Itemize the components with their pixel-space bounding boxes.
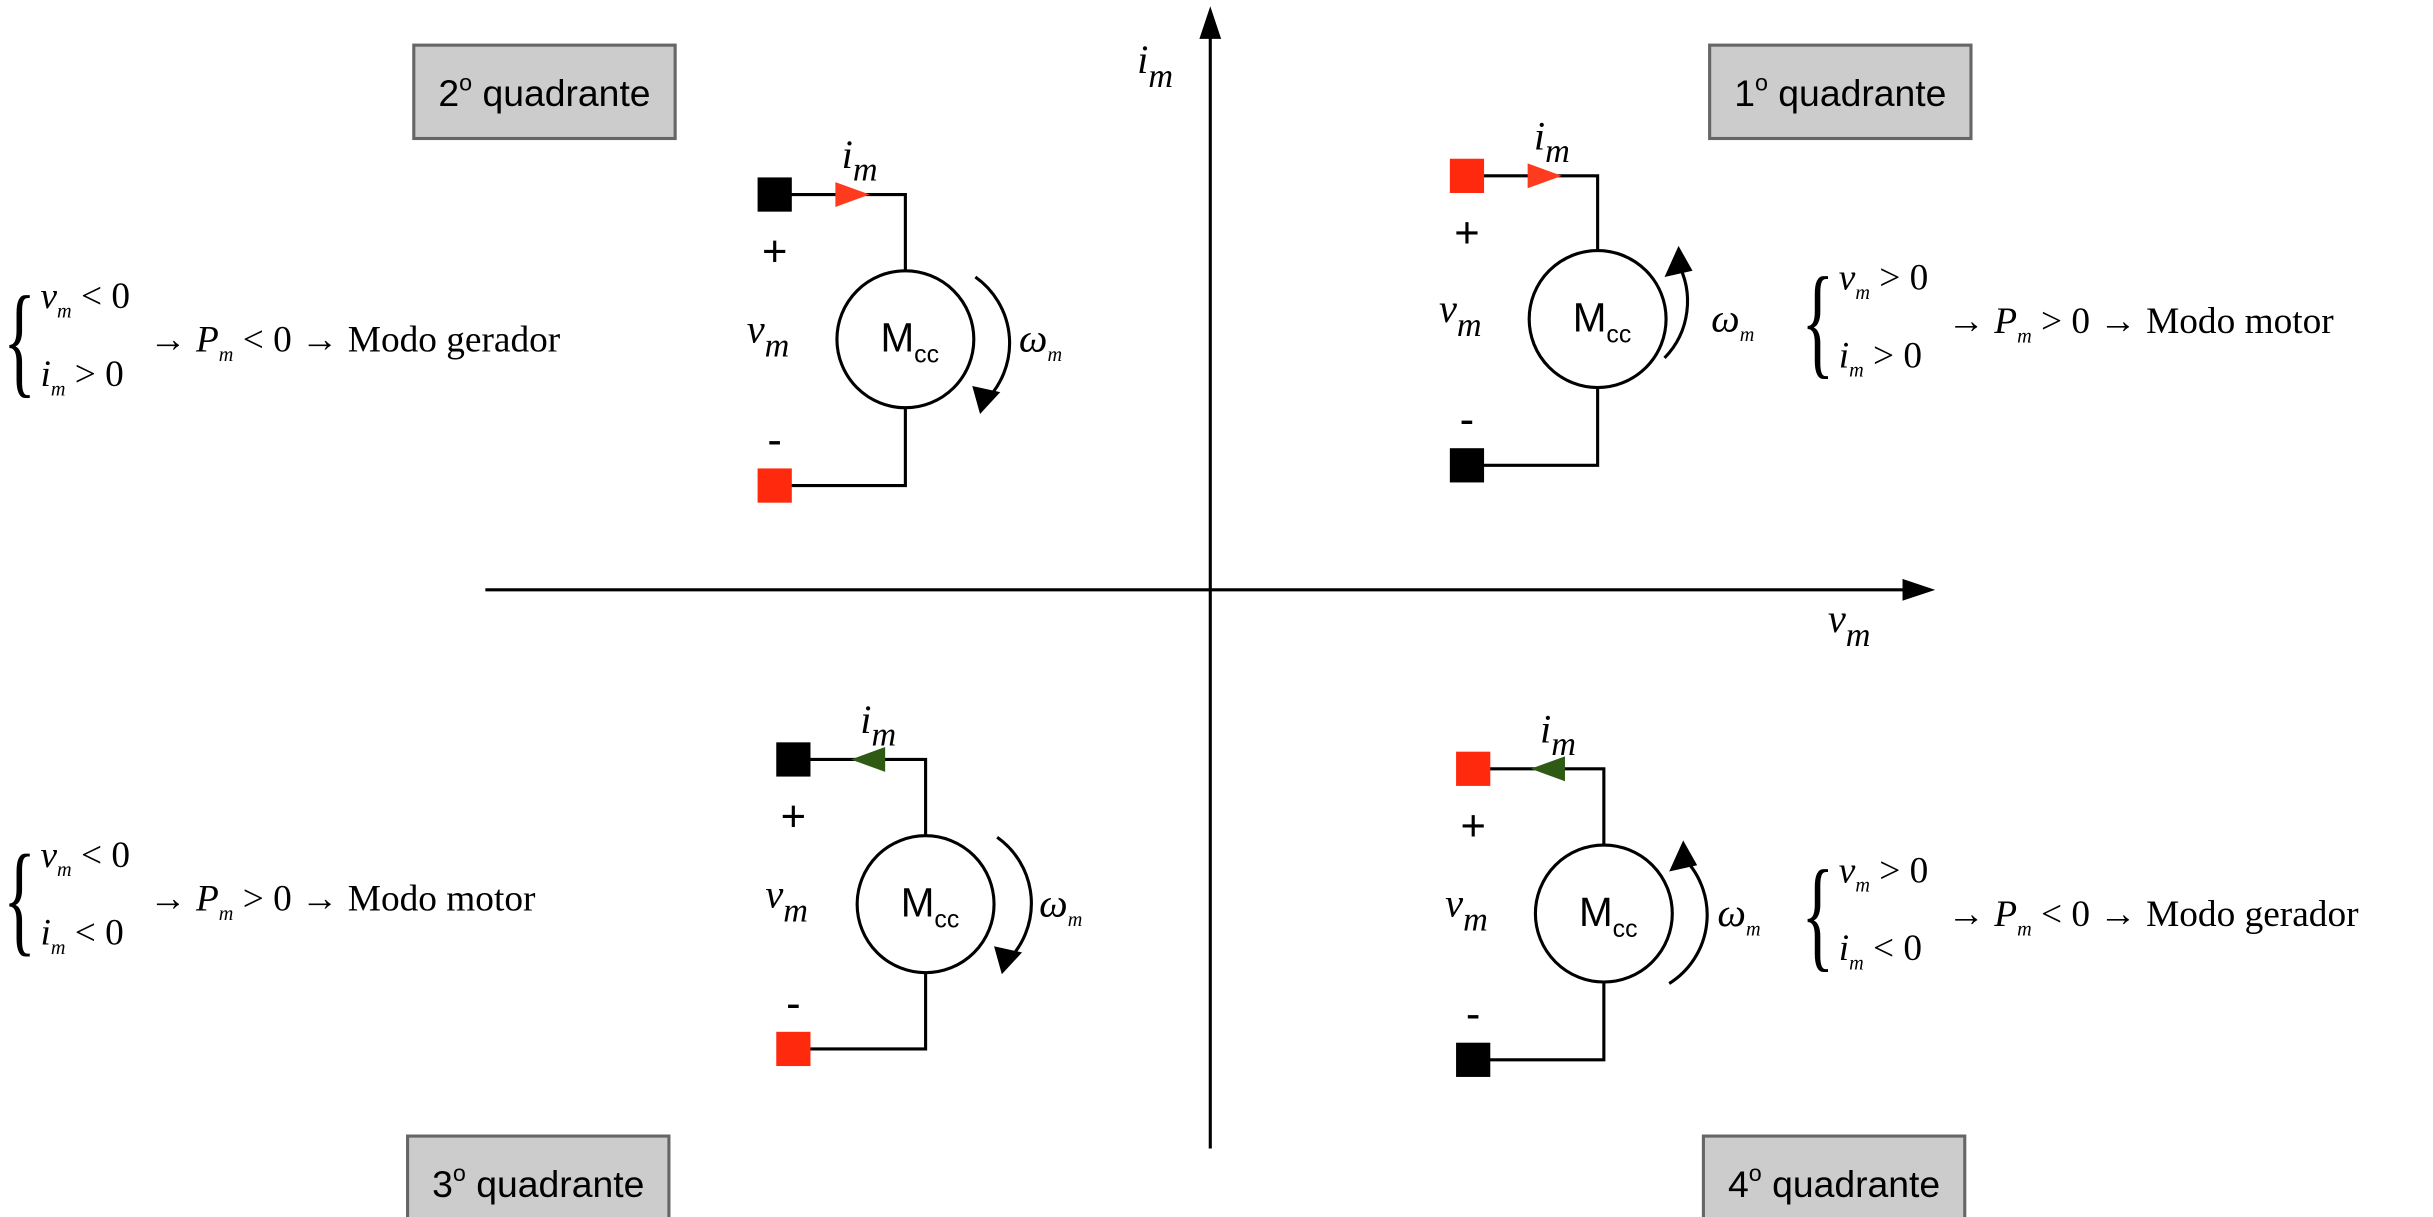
motor-circle — [835, 269, 976, 410]
wire-top — [793, 757, 928, 836]
wire-top — [1473, 767, 1606, 846]
equation-result: → Pm > 0 → Modo motor — [149, 878, 536, 924]
wire-top — [774, 192, 907, 271]
quadrant-label-box — [406, 1134, 671, 1217]
rotation-cw-arrow-icon — [994, 946, 1023, 975]
rotation-arc — [996, 836, 1033, 963]
motor-label: Mcc — [1579, 889, 1638, 943]
speed-label: ωm — [1019, 316, 1062, 366]
quadrant-label-box — [1708, 43, 1973, 141]
motor-label: Mcc — [901, 880, 960, 934]
current-arrow-right-icon — [1527, 163, 1562, 189]
equation-line2: im > 0 — [40, 354, 123, 400]
quadrant-q2: 2o quadrante im + - vm Mcc ωm {vm < 0 im > 0 → Pm… — [3, 43, 1062, 503]
quadrant-q4: 4o quadrante im + - vm Mcc ωm {vm > 0 im < 0 → Pm… — [1445, 706, 2359, 1217]
quadrant-q3: 3o quadrante im + - vm Mcc ωm {vm < 0 im < 0 → Pm… — [3, 697, 1082, 1217]
plus-sign: + — [1454, 209, 1479, 257]
equation-line2: im < 0 — [1839, 928, 1922, 974]
rotation-arc — [1668, 854, 1709, 985]
wire-top — [1466, 174, 1600, 251]
rotation-arc — [974, 275, 1012, 403]
plus-sign: + — [1460, 802, 1485, 850]
mode-equation: {vm < 0 im > 0 → Pm < 0 → Modo gerador — [3, 270, 561, 409]
speed-label: ωm — [1711, 295, 1754, 345]
terminal-negative — [1449, 448, 1485, 483]
current-arrow-left-icon — [850, 747, 886, 772]
mode-equation: {vm < 0 im < 0 → Pm > 0 → Modo motor — [3, 828, 536, 967]
plus-sign: + — [762, 228, 787, 276]
minus-sign: - — [1466, 991, 1481, 1039]
plus-sign: + — [781, 793, 806, 841]
motor-label: Mcc — [880, 315, 939, 369]
equation-result: → Pm < 0 → Modo gerador — [1948, 894, 2359, 940]
voltage-label: vm — [747, 306, 790, 364]
terminal-negative — [757, 468, 792, 503]
rotation-ccw-arrow-icon — [1669, 840, 1698, 872]
horizontal-axis-arrowhead — [1902, 578, 1936, 601]
motor-circle — [1533, 843, 1674, 984]
voltage-label: vm — [1445, 881, 1488, 939]
minus-sign: - — [1460, 396, 1475, 444]
equation-result: → Pm > 0 → Modo motor — [1948, 301, 2335, 347]
vertical-axis-arrowhead — [1199, 6, 1222, 39]
quadrant-label: 4o quadrante — [1728, 1160, 1940, 1205]
quadrant-label: 1o quadrante — [1734, 69, 1946, 114]
current-arrow-right-icon — [835, 182, 870, 207]
motor-circle — [1527, 249, 1668, 390]
speed-label: ωm — [1039, 881, 1082, 931]
current-label: im — [1540, 706, 1576, 762]
wire-bottom — [1466, 387, 1600, 467]
motor-label: Mcc — [1573, 294, 1632, 348]
wire-bottom — [1473, 982, 1606, 1062]
horizontal-axis-label: vm — [1828, 596, 1871, 654]
motor-circle — [855, 834, 996, 975]
equation-line2: im > 0 — [1839, 335, 1922, 381]
terminal-positive — [757, 177, 792, 212]
quadrant-q1: 1o quadrante im + - vm Mcc ωm {vm > 0 im > 0 → Pm… — [1439, 43, 2334, 483]
axes: im vm — [485, 6, 1936, 1149]
quadrant-label: 2o quadrante — [438, 69, 650, 114]
mode-equation: {vm > 0 im < 0 → Pm < 0 → Modo gerador — [1801, 844, 2359, 983]
current-label: im — [860, 697, 896, 753]
brace-icon: { — [1801, 844, 1834, 983]
voltage-label: vm — [1439, 286, 1482, 344]
current-label: im — [842, 132, 878, 188]
rotation-ccw-arrow-icon — [1664, 245, 1693, 278]
terminal-positive — [1449, 158, 1485, 193]
quadrant-label: 3o quadrante — [432, 1160, 644, 1205]
terminal-negative — [776, 1031, 811, 1067]
equation-line1: vm < 0 — [40, 835, 130, 881]
wire-bottom — [774, 407, 907, 488]
current-label: im — [1534, 113, 1570, 169]
wire-bottom — [793, 972, 928, 1051]
terminal-positive — [776, 742, 811, 777]
minus-sign: - — [786, 980, 801, 1028]
terminal-negative — [1456, 1042, 1491, 1077]
terminal-positive — [1456, 751, 1491, 786]
rotation-cw-arrow-icon — [972, 385, 1001, 414]
quadrant-label-box — [1701, 1134, 1967, 1217]
equation-line1: vm > 0 — [1839, 257, 1929, 303]
brace-icon: { — [3, 270, 36, 409]
equation-result: → Pm < 0 → Modo gerador — [149, 320, 560, 366]
equation-line2: im < 0 — [40, 913, 123, 959]
current-arrow-left-icon — [1530, 756, 1565, 782]
vertical-axis-label: im — [1137, 37, 1173, 95]
minus-sign: - — [767, 416, 782, 464]
voltage-label: vm — [765, 871, 808, 929]
mode-equation: {vm > 0 im > 0 → Pm > 0 → Modo motor — [1801, 251, 2334, 390]
equation-line1: vm < 0 — [40, 276, 130, 322]
speed-label: ωm — [1717, 890, 1760, 940]
equation-line1: vm > 0 — [1839, 850, 1929, 896]
brace-icon: { — [1801, 251, 1834, 390]
quadrant-label-box — [412, 43, 677, 141]
brace-icon: { — [3, 828, 36, 967]
